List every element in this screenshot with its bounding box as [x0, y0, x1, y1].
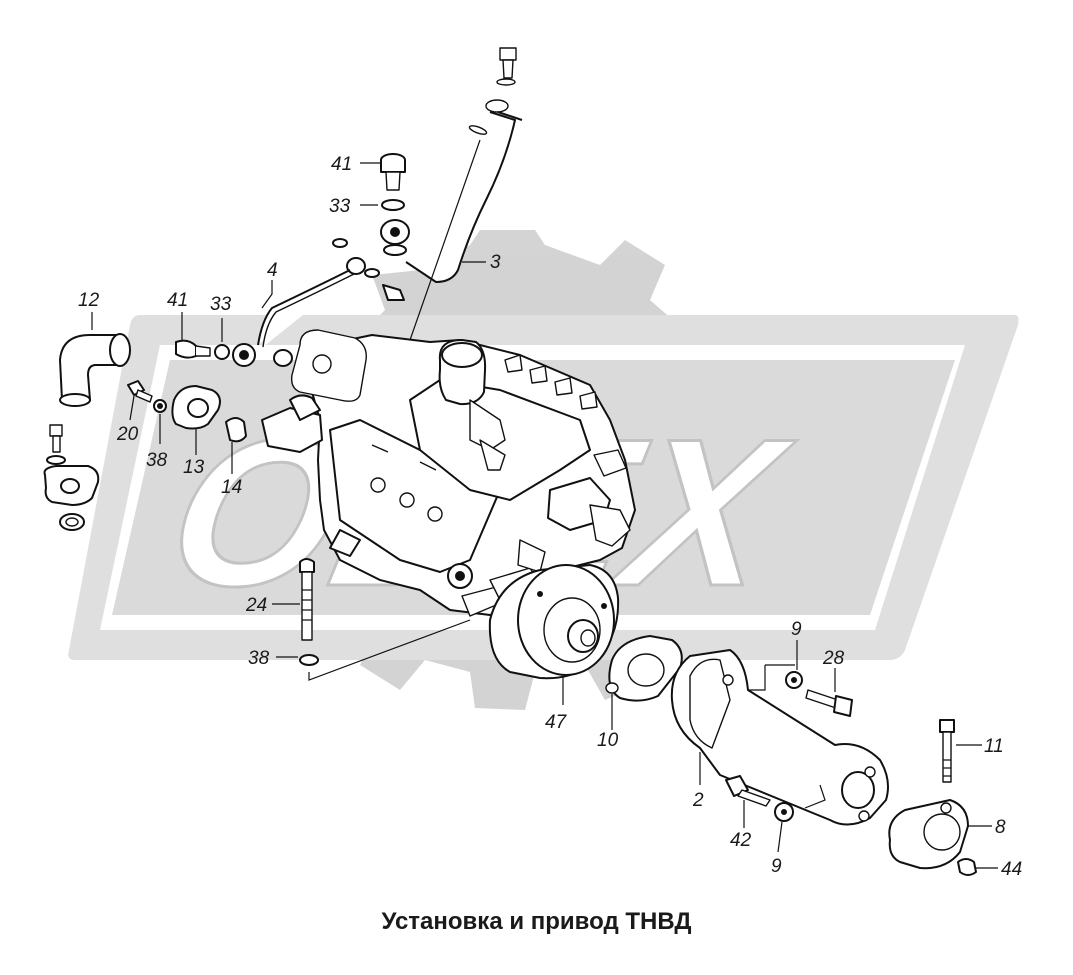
callout-13: 13: [183, 457, 205, 478]
callout-labels: 41 33 3 4 12 41 33 20 38 13 14 24 38 47 …: [78, 154, 1022, 880]
callout-47: 47: [545, 712, 568, 733]
callout-14: 14: [221, 477, 242, 498]
leader-lines: [91, 162, 998, 869]
callout-9-lower: 9: [771, 856, 782, 877]
hose-12: [59, 333, 131, 407]
callout-44: 44: [1001, 859, 1022, 880]
callout-3: 3: [490, 252, 501, 273]
bolt-42-washer-9: [725, 775, 794, 822]
callout-41-top: 41: [331, 154, 352, 175]
callout-8: 8: [995, 817, 1006, 838]
callout-4: 4: [267, 260, 278, 281]
callout-24: 24: [245, 595, 267, 616]
clamp-8-set: [888, 719, 977, 876]
injection-pump-body: [261, 329, 636, 617]
bolt-24: [299, 558, 471, 681]
callout-42: 42: [730, 830, 752, 851]
callout-10: 10: [597, 730, 619, 751]
flange-13-set: [127, 380, 247, 443]
callout-28: 28: [822, 648, 845, 669]
housing-2: [670, 649, 889, 826]
fuel-line-4: [257, 238, 405, 348]
bolt-28-washer-9: [785, 671, 853, 717]
callout-38-lower: 38: [248, 648, 270, 669]
banjo-bolt-41-top: [380, 153, 410, 256]
callout-38-left: 38: [146, 450, 168, 471]
callout-41-left: 41: [167, 290, 188, 311]
drive-coupling-47: [488, 564, 620, 680]
banjo-bolt-41-left: [175, 339, 293, 367]
flange-left: [43, 424, 100, 531]
callout-2: 2: [692, 790, 704, 811]
callout-33-top: 33: [329, 196, 351, 217]
callout-20: 20: [116, 424, 139, 445]
fuel-line-3: [405, 47, 523, 341]
callout-11: 11: [984, 736, 1004, 757]
callout-12: 12: [78, 290, 100, 311]
diagram-caption: Установка и привод ТНВД: [381, 908, 692, 935]
callout-9-top: 9: [791, 619, 802, 640]
callout-33-left: 33: [210, 294, 232, 315]
